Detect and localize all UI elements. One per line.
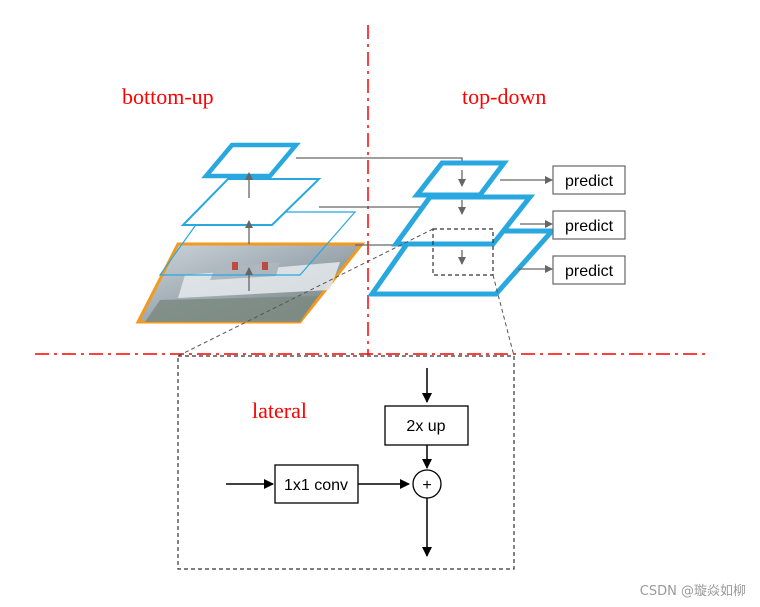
predict-box-2	[552, 210, 626, 240]
bottom-up-level-4	[201, 142, 301, 179]
conv-label: 1x1 conv	[284, 477, 348, 494]
upsample-label: 2x up	[406, 418, 445, 435]
lateral-detail: 2x up 1x1 conv +	[177, 355, 515, 570]
predict-label-2: predict	[565, 218, 614, 235]
top-down-level-2	[391, 194, 536, 247]
top-down-label: top-down	[462, 84, 546, 109]
zoom-region	[432, 228, 494, 276]
bottom-up-level-3	[180, 178, 322, 226]
bottom-up-pyramid	[135, 142, 366, 324]
predict-box-3	[552, 255, 626, 285]
bottom-up-level-2	[158, 211, 357, 276]
top-down-level-1	[411, 160, 509, 198]
top-down-pyramid	[367, 160, 558, 297]
conv-box	[274, 464, 359, 504]
watermark: CSDN @璇焱如柳	[640, 583, 746, 599]
input-image-content	[145, 262, 340, 322]
predict-label-3: predict	[565, 263, 614, 280]
lateral-detail-frame	[177, 355, 515, 570]
predict-heads: predict predict predict	[500, 165, 626, 285]
bottom-up-label: bottom-up	[122, 84, 214, 109]
lateral-label: lateral	[252, 398, 307, 423]
predict-box-1	[552, 165, 626, 195]
zoom-line-left	[177, 228, 434, 357]
predict-label-1: predict	[565, 173, 614, 190]
add-symbol: +	[422, 477, 431, 494]
